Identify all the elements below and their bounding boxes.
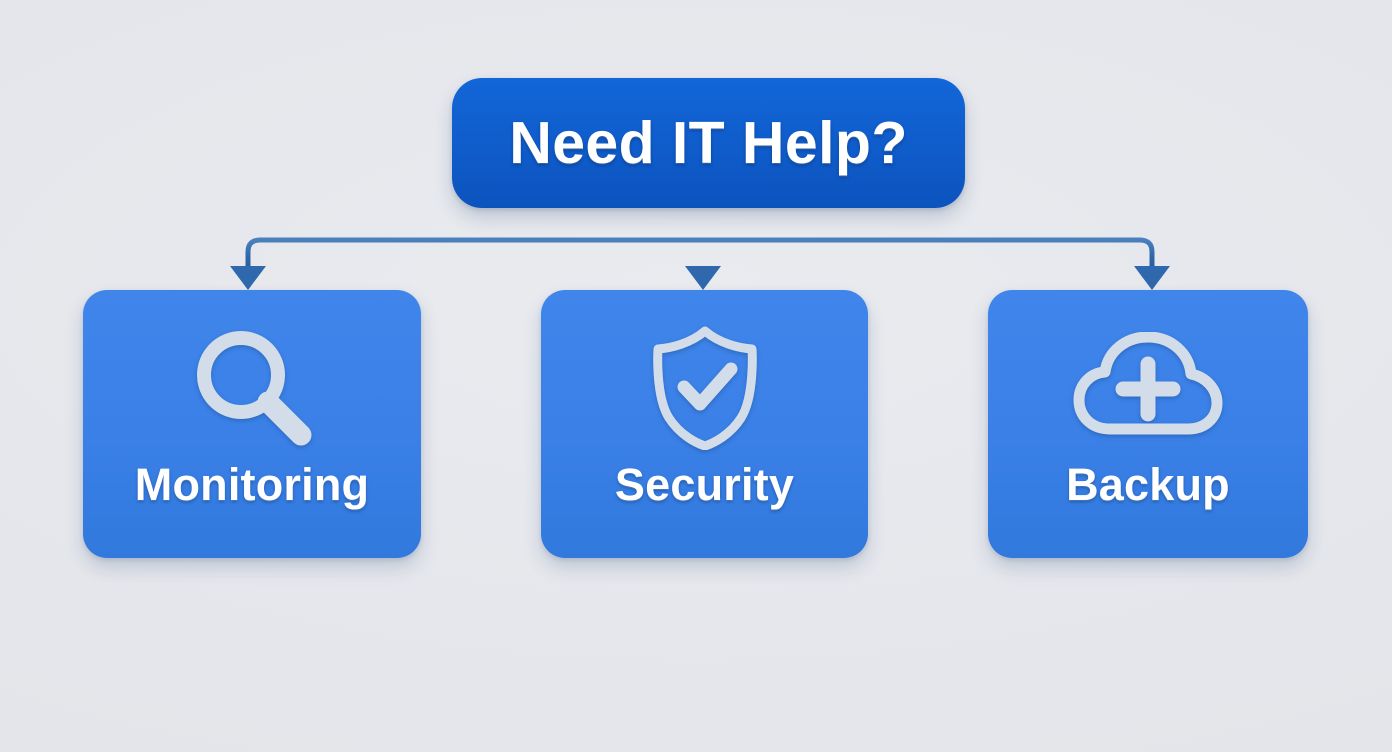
branch-card-security[interactable]: Security: [541, 290, 868, 558]
magnifier-icon: [188, 328, 316, 446]
shield-check-icon: [644, 326, 766, 450]
arrowhead-backup: [1134, 266, 1170, 290]
branch-label-security: Security: [614, 459, 795, 510]
connector-bus: [245, 237, 1155, 272]
cloud-plus-icon: [1071, 328, 1225, 446]
branch-card-monitoring[interactable]: Monitoring: [83, 290, 421, 558]
branch-label-monitoring: Monitoring: [134, 459, 370, 510]
branch-card-backup[interactable]: Backup: [988, 290, 1308, 558]
arrowhead-security: [685, 266, 721, 290]
root-node-label: Need IT Help?: [509, 109, 908, 176]
branch-label-backup: Backup: [1066, 459, 1230, 510]
root-node-need-it-help[interactable]: Need IT Help?: [452, 78, 965, 208]
arrowhead-monitoring: [230, 266, 266, 290]
